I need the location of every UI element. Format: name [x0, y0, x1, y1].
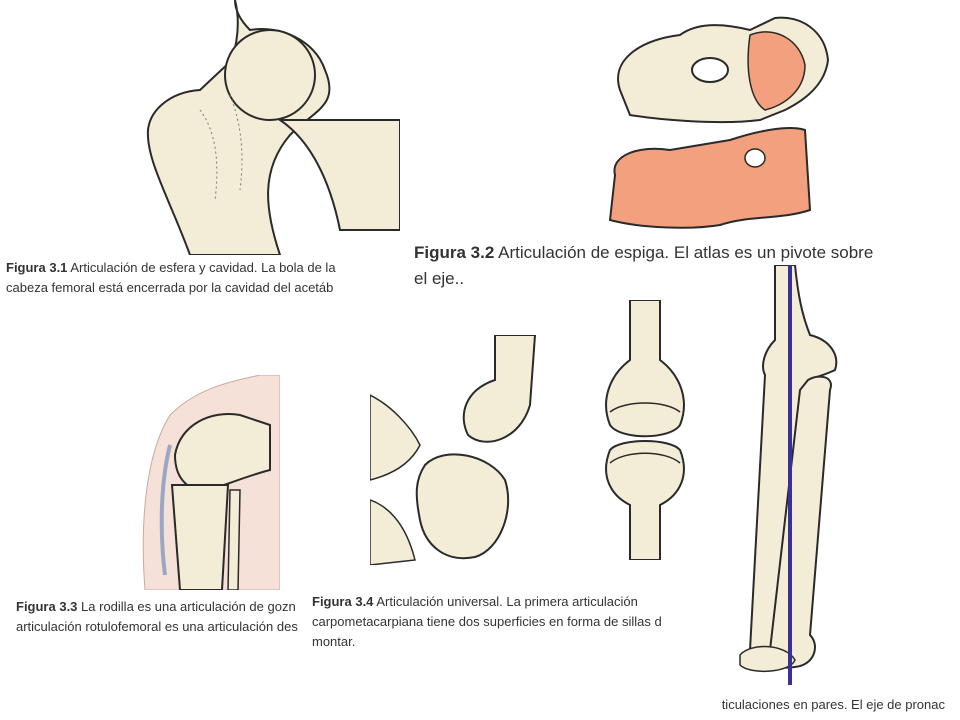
figure-3-5-illustration — [595, 300, 695, 560]
caption-text: cabeza femoral está encerrada por la cav… — [6, 280, 334, 295]
figure-3-1-illustration — [140, 0, 400, 255]
figure-3-1-caption: Figura 3.1 Articulación de esfera y cavi… — [6, 258, 404, 298]
caption-text: articulación rotulofemoral es una articu… — [16, 619, 298, 634]
caption-text: La rodilla es una articulación de gozn — [81, 599, 296, 614]
caption-text: montar. — [312, 634, 356, 649]
figure-3-2-illustration — [600, 10, 835, 232]
caption-text: Articulación de esfera y cavidad. La bol… — [70, 260, 336, 275]
caption-text: el eje.. — [414, 269, 465, 288]
figure-label: Figura 3.1 — [6, 260, 68, 275]
figure-3-6-caption: ticulaciones en pares. El eje de pronac — [700, 695, 945, 715]
figure-3-4-caption: Figura 3.4 Articulación universal. La pr… — [312, 592, 702, 652]
figure-label: Figura 3.2 — [414, 243, 495, 262]
figure-3-2-caption: Figura 3.2 Articulación de espiga. El at… — [414, 240, 960, 292]
figure-3-6-illustration — [730, 265, 850, 685]
caption-text: Articulación universal. La primera artic… — [376, 594, 638, 609]
figure-3-3-caption: Figura 3.3 La rodilla es una articulació… — [16, 597, 300, 637]
figure-label: Figura 3.3 — [16, 599, 78, 614]
figure-label: Figura 3.4 — [312, 594, 374, 609]
caption-text: carpometacarpiana tiene dos superficies … — [312, 614, 662, 629]
figure-3-3-illustration — [140, 375, 280, 590]
caption-text: ticulaciones en pares. El eje de pronac — [721, 697, 945, 712]
figure-3-4-illustration — [370, 335, 545, 565]
caption-text: Articulación de espiga. El atlas es un p… — [498, 243, 874, 262]
